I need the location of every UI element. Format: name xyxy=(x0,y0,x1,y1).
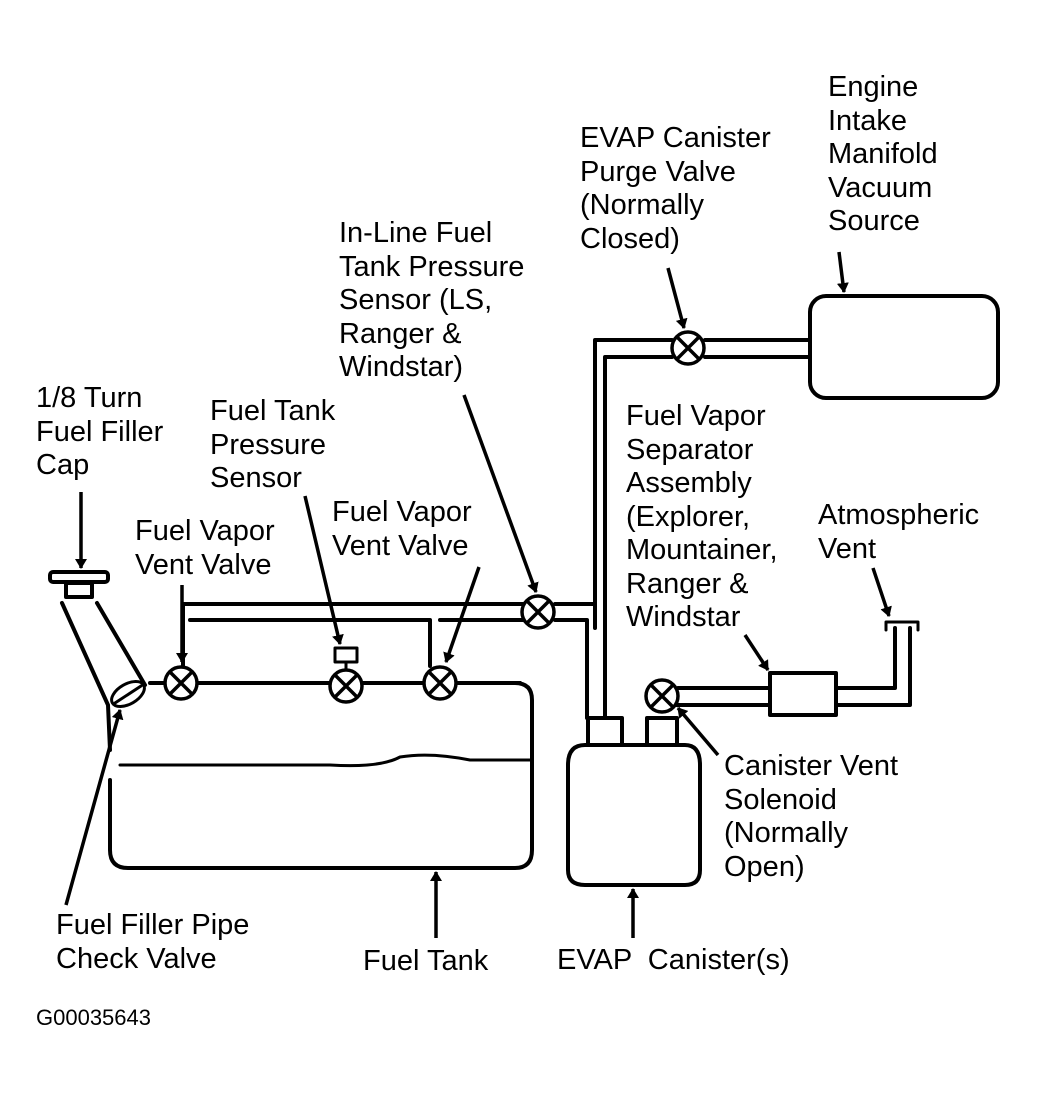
fuel-level xyxy=(118,753,534,768)
purge-valve-icon xyxy=(670,330,706,366)
label-fuel-tank: Fuel Tank xyxy=(363,945,489,977)
fuel-filler-cap xyxy=(48,570,110,584)
vapor-line-lower xyxy=(188,618,589,720)
arrow-engine xyxy=(836,251,849,293)
vapor-separator xyxy=(768,671,838,717)
canister-vent-line xyxy=(673,686,772,707)
arrow-separator xyxy=(743,634,770,671)
atmospheric-vent-cap xyxy=(884,620,920,632)
canister-vent-solenoid-icon xyxy=(644,678,680,714)
figure-code: G00035643 xyxy=(36,1005,151,1030)
tank-pressure-sensor-body xyxy=(333,646,359,664)
arrow-check-valve xyxy=(64,709,124,906)
arrow-purge xyxy=(666,267,688,329)
fuel-tank xyxy=(108,681,534,870)
label-evap-canister: EVAP Canister(s) xyxy=(557,944,790,976)
arrow-sensor xyxy=(303,495,344,645)
engine-vacuum-source xyxy=(808,294,1000,400)
evap-canister xyxy=(566,743,702,887)
purge-line-inner xyxy=(603,355,812,720)
vent-valve-1-icon xyxy=(163,665,199,701)
arrow-inline xyxy=(462,394,539,593)
purge-line-outer xyxy=(593,338,812,630)
arrow-solenoid xyxy=(676,706,720,757)
arrow-vent2 xyxy=(443,566,481,663)
arrow-atmos xyxy=(871,567,892,617)
fuel-filler-pipe xyxy=(60,601,147,752)
vent-valve-2-icon xyxy=(422,665,458,701)
inline-pressure-sensor-icon xyxy=(520,594,556,630)
tank-pressure-valve-icon xyxy=(328,668,364,704)
filler-check-valve xyxy=(110,680,146,708)
atmospheric-vent-line xyxy=(834,626,912,707)
